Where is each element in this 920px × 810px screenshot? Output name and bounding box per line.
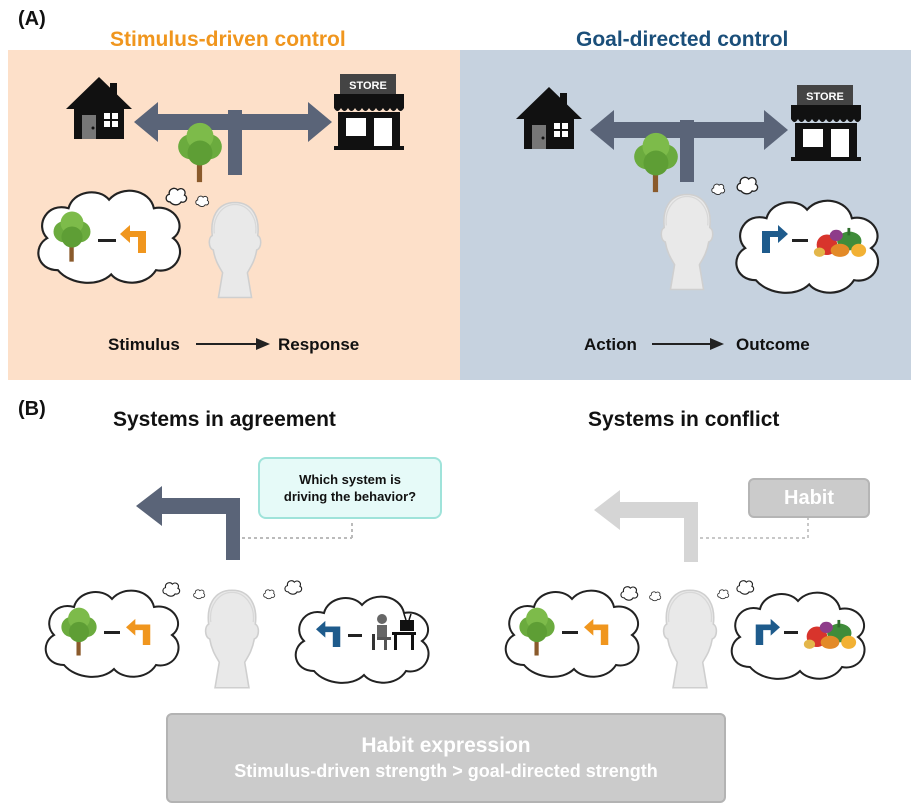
puff-icon [717, 589, 730, 600]
tree-icon [634, 132, 678, 193]
puff-icon [193, 589, 206, 600]
house-icon [514, 85, 584, 151]
head-icon [662, 589, 718, 689]
callout-line-2: driving the behavior? [283, 489, 417, 504]
agreement-scene [44, 486, 430, 689]
response-label: Response [278, 335, 360, 354]
puff-icon [620, 586, 639, 601]
conflict-scene [504, 490, 866, 689]
puff-icon [162, 582, 181, 597]
head-icon [660, 193, 714, 291]
thought-cloud-icon [294, 595, 430, 684]
puff-icon [736, 580, 755, 595]
t-junction-arrow [134, 102, 332, 175]
stimulus-label: Stimulus [108, 335, 180, 354]
store-icon: STORE [334, 74, 404, 150]
callout-line-1: Which system is [299, 472, 401, 487]
stimulus-driven-scene: STORE [37, 74, 404, 350]
store-sign: STORE [806, 91, 844, 103]
goal-directed-scene: STORE [514, 85, 880, 350]
action-outcome-arrow [652, 338, 724, 350]
house-icon [64, 75, 134, 141]
t-junction-arrow [590, 110, 788, 182]
stimulus-response-arrow [196, 338, 270, 350]
panel-a-label: (A) [18, 8, 46, 30]
habit-expression-title: Habit expression [361, 734, 531, 757]
habit-expression-rule: Stimulus-driven strength > goal-directed… [234, 761, 658, 781]
stimulus-driven-title: Stimulus-driven control [110, 28, 346, 51]
puff-icon [195, 195, 210, 207]
which-system-callout: Which system is driving the behavior? [258, 457, 442, 519]
panel-b-label: (B) [18, 398, 46, 420]
turn-left-faded-arrow [594, 490, 698, 562]
outcome-label: Outcome [736, 335, 810, 354]
goal-directed-title: Goal-directed control [576, 28, 789, 51]
systems-conflict-title: Systems in conflict [588, 408, 780, 431]
puff-icon [284, 580, 303, 595]
action-label: Action [584, 335, 637, 354]
puff-icon [165, 187, 188, 206]
puff-icon [711, 183, 726, 195]
systems-agreement-title: Systems in agreement [113, 408, 336, 431]
turn-left-big-arrow [136, 486, 240, 560]
tree-icon [178, 122, 222, 183]
puff-icon [736, 176, 759, 195]
puff-icon [649, 591, 662, 602]
head-icon [208, 201, 262, 299]
store-icon: STORE [791, 85, 861, 161]
puff-icon [263, 589, 276, 600]
store-sign: STORE [349, 80, 387, 92]
habit-tag: Habit [748, 478, 870, 518]
habit-expression-box: Habit expression Stimulus-driven strengt… [166, 713, 726, 803]
head-icon [204, 589, 260, 689]
